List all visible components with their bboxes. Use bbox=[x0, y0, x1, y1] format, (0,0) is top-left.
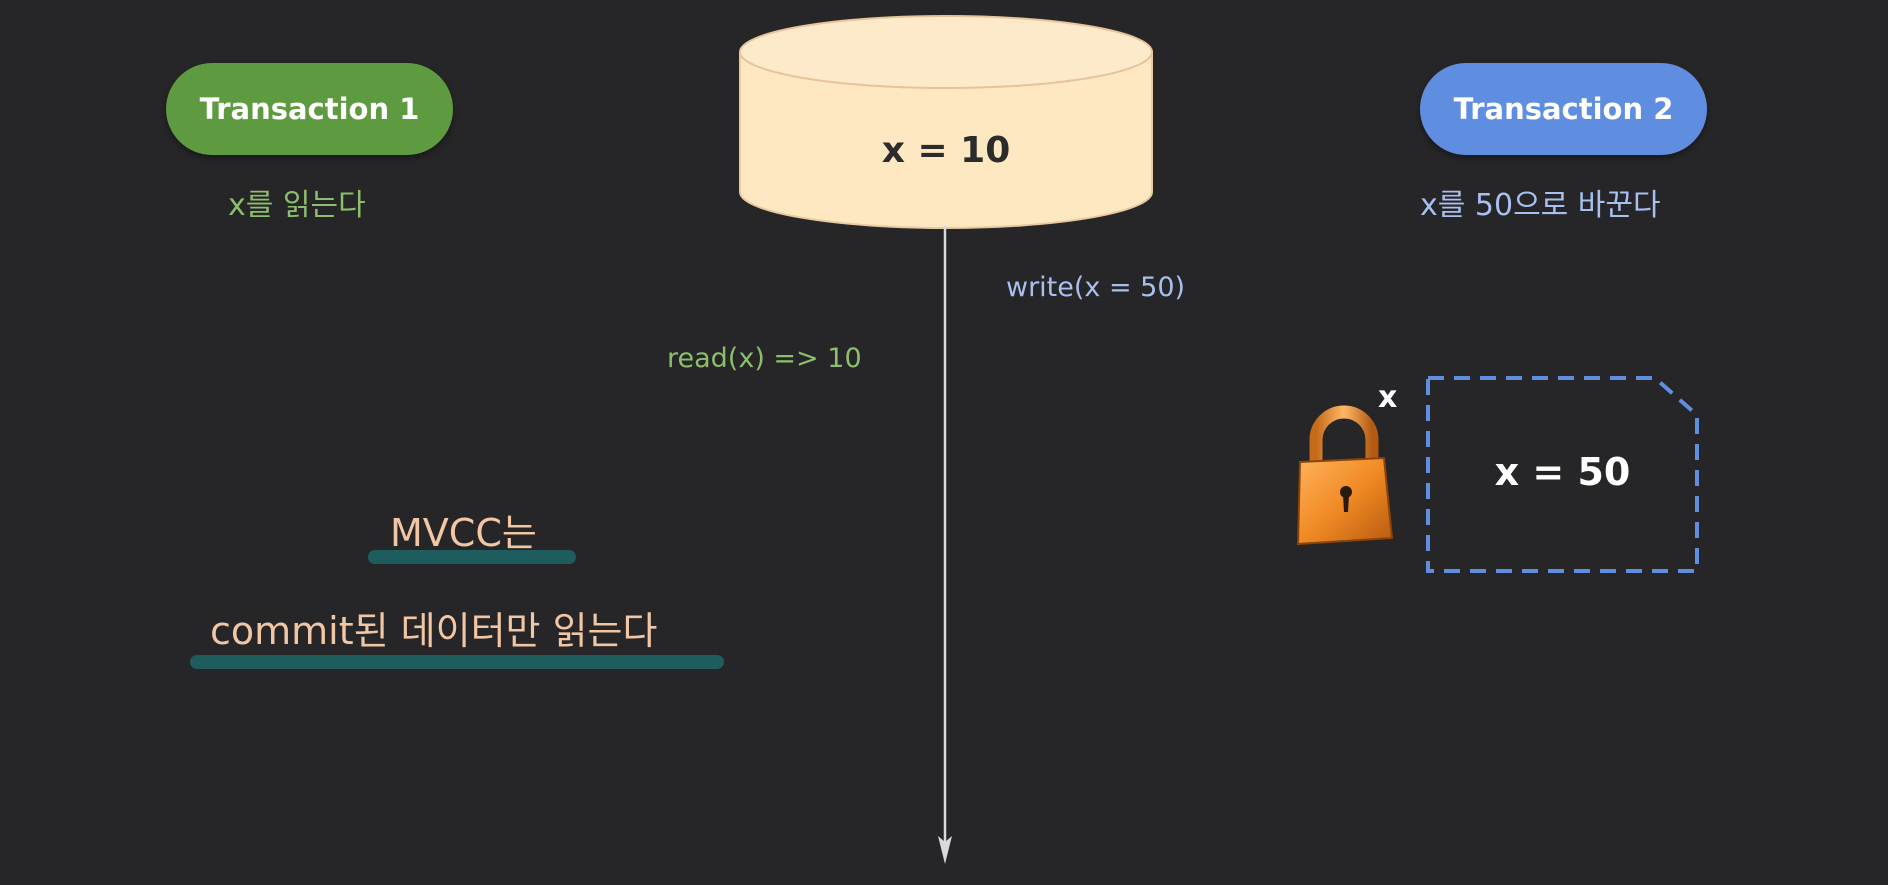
transaction-1-badge: Transaction 1 bbox=[166, 63, 453, 155]
transaction-2-label: Transaction 2 bbox=[1453, 92, 1674, 126]
read-operation: read(x) => 10 bbox=[667, 343, 862, 374]
transaction-1-label: Transaction 1 bbox=[199, 92, 420, 126]
padlock-icon bbox=[1296, 405, 1394, 546]
timeline-arrow bbox=[938, 226, 952, 864]
note-line-1-underline bbox=[368, 550, 576, 564]
write-operation: write(x = 50) bbox=[1006, 272, 1186, 303]
database-cylinder-icon bbox=[739, 15, 1153, 229]
transaction-2-action: x를 50으로 바꾼다 bbox=[1420, 188, 1661, 223]
pending-version-document bbox=[1426, 376, 1699, 573]
database-value: x = 10 bbox=[881, 130, 1011, 171]
transaction-1-action: x를 읽는다 bbox=[228, 188, 366, 223]
pending-version-value: x = 50 bbox=[1494, 450, 1631, 494]
note-line-2: commit된 데이터만 읽는다 bbox=[210, 609, 658, 653]
note-line-1: MVCC는 bbox=[390, 511, 537, 555]
transaction-2-badge: Transaction 2 bbox=[1420, 63, 1707, 155]
lock-target-label: x bbox=[1378, 380, 1398, 415]
note-line-2-underline bbox=[190, 655, 724, 669]
